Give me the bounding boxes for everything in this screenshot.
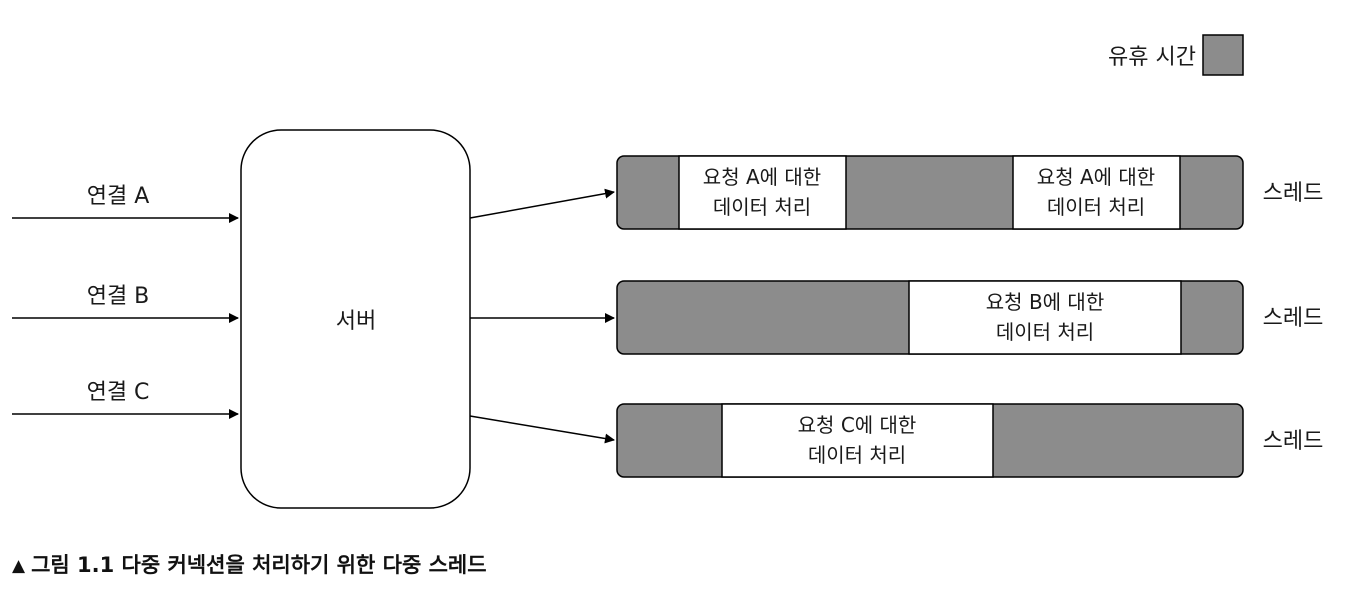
- connection-label-a: 연결 A: [87, 184, 150, 209]
- dispatch-arrow-a: [469, 188, 615, 219]
- work-text-c1-line1: 요청 C에 대한: [798, 413, 917, 437]
- thread-label-a: 스레드: [1263, 181, 1324, 206]
- legend-label: 유휴 시간: [1108, 45, 1196, 70]
- server-box: [240, 129, 471, 509]
- work-segment-c1: [721, 403, 994, 478]
- dispatch-arrow-c: [469, 415, 615, 444]
- thread-bar-b: 요청 B에 대한 데이터 처리: [616, 280, 1244, 355]
- work-text-a2-line1: 요청 A에 대한: [1037, 165, 1155, 189]
- thread-bar-c: 요청 C에 대한 데이터 처리: [616, 403, 1244, 478]
- work-segment-a2: [1012, 155, 1181, 230]
- work-text-a1-line1: 요청 A에 대한: [703, 165, 821, 189]
- work-segment-b1: [908, 280, 1182, 355]
- server-label: 서버: [336, 309, 376, 334]
- connection-label-b: 연결 B: [87, 284, 150, 309]
- legend-idle-swatch: [1202, 34, 1244, 76]
- connection-label-c: 연결 C: [87, 380, 150, 405]
- caption-text: 그림 1.1 다중 커넥션을 처리하기 위한 다중 스레드: [31, 553, 487, 577]
- work-text-a2-line2: 데이터 처리: [1047, 195, 1145, 219]
- work-segment-a1: [678, 155, 847, 230]
- thread-label-c: 스레드: [1263, 429, 1324, 454]
- thread-label-b: 스레드: [1263, 306, 1324, 331]
- multi-thread-diagram: 유휴 시간 연결 A 연결 B 연결 C 서버 요청 A에 대한 데이터 처리 …: [12, 34, 1324, 509]
- figure-caption: ▲그림 1.1 다중 커넥션을 처리하기 위한 다중 스레드: [12, 549, 487, 579]
- caption-marker: ▲: [12, 556, 26, 576]
- work-text-b1-line1: 요청 B에 대한: [986, 290, 1104, 314]
- work-text-b1-line2: 데이터 처리: [996, 320, 1094, 344]
- work-text-a1-line2: 데이터 처리: [713, 195, 811, 219]
- thread-bar-a: 요청 A에 대한 데이터 처리 요청 A에 대한 데이터 처리: [616, 155, 1244, 230]
- work-text-c1-line2: 데이터 처리: [808, 443, 906, 467]
